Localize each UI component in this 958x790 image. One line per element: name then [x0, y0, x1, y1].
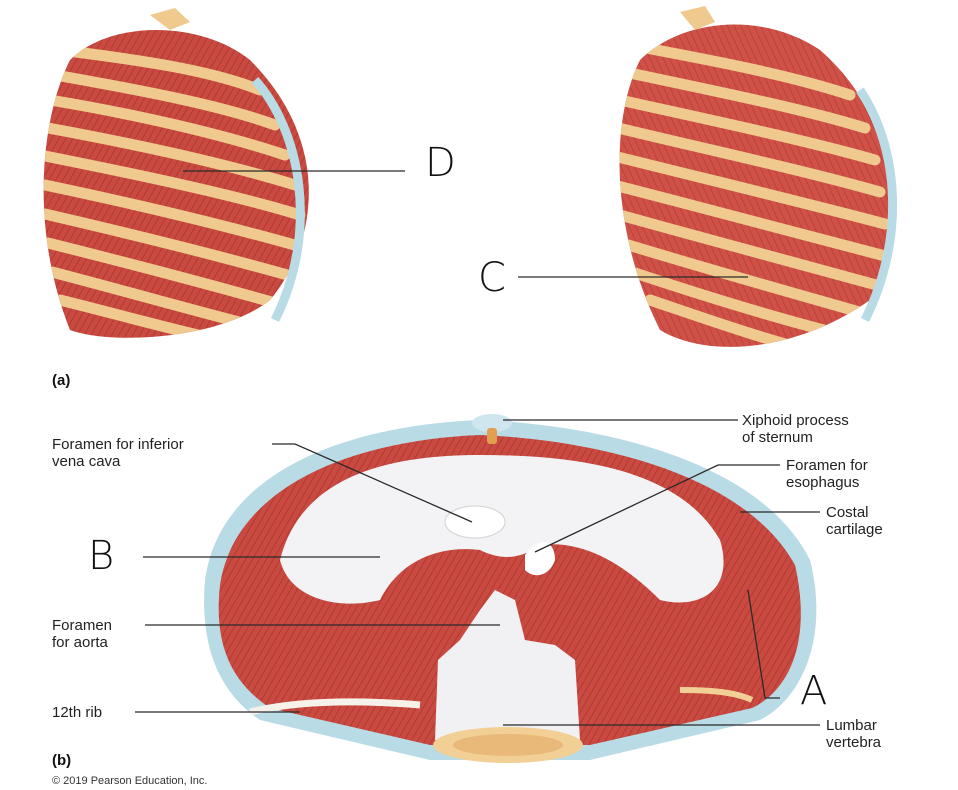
label-12th-rib: 12th rib	[52, 704, 103, 721]
label-foramen-ivc: Foramen for inferior vena cava	[52, 436, 184, 470]
label-lumbar-vertebra: Lumbar vertebra	[826, 717, 882, 751]
copyright-notice: © 2019 Pearson Education, Inc.	[52, 775, 208, 787]
rib-cage-left-illustration	[43, 8, 309, 338]
leader-lines	[135, 170, 820, 726]
diaphragm-illustration	[204, 414, 817, 763]
panel-b-label: (b)	[52, 752, 72, 769]
label-xiphoid-process: Xiphoid process of sternum	[742, 412, 849, 446]
label-foramen-aorta: Foramen for aorta	[52, 617, 113, 651]
handwritten-letter-a: A	[800, 668, 828, 714]
handwritten-letter-d: D	[425, 140, 456, 186]
label-foramen-esophagus: Foramen for esophagus	[786, 457, 868, 491]
handwritten-letter-c: C	[478, 255, 506, 301]
label-costal-cartilage: Costal cartilage	[826, 504, 883, 538]
panel-a-label: (a)	[52, 372, 71, 389]
handwritten-letter-b: B	[88, 533, 115, 579]
rib-cage-right-illustration	[619, 6, 897, 347]
